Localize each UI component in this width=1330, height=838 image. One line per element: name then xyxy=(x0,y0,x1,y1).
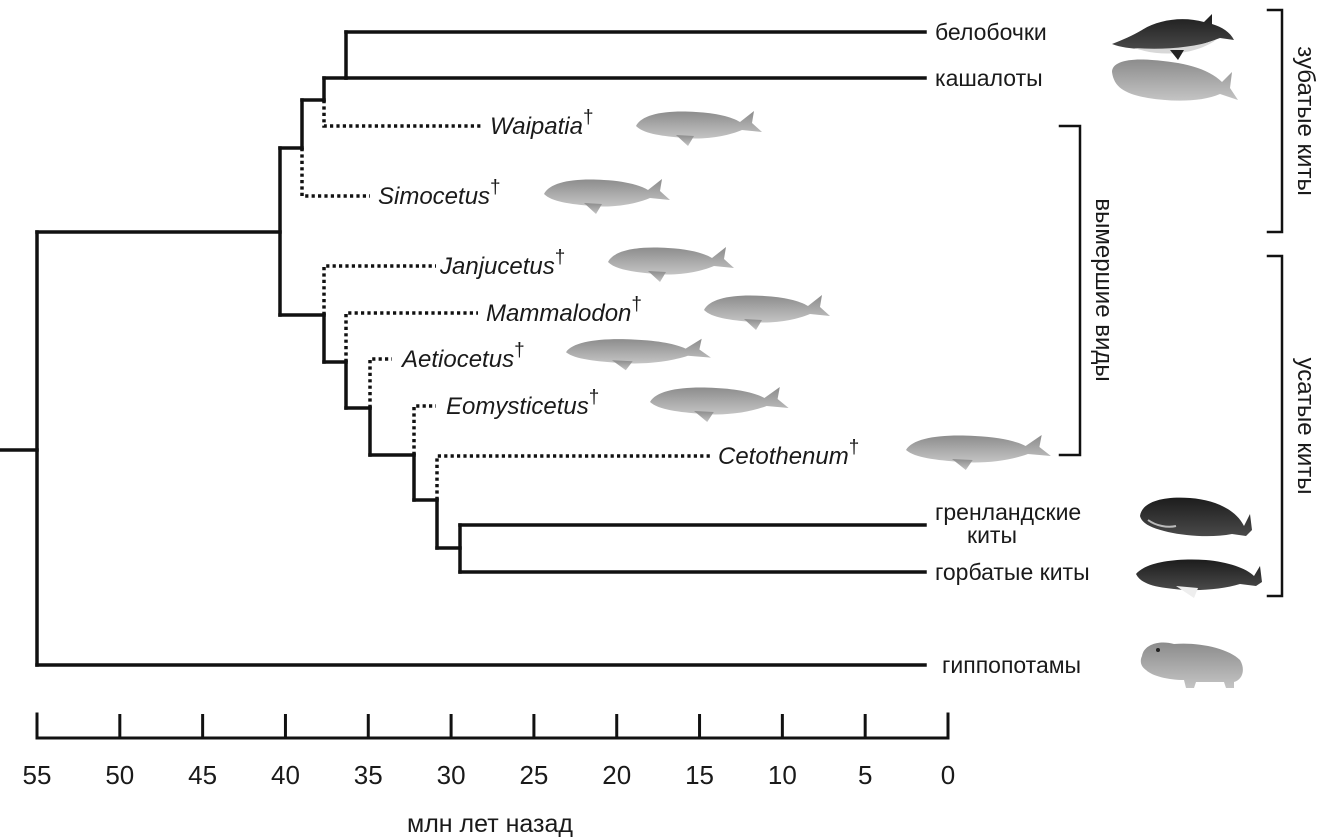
label-kashaloty: кашалоты xyxy=(935,65,1043,91)
label-janjucetus: Janjucetus† xyxy=(439,247,565,280)
whale-icon-aetiocetus xyxy=(566,338,711,371)
bracket-baleen: усатые киты xyxy=(1266,254,1319,598)
hippo-icon xyxy=(1140,642,1243,688)
whale-icon-mammalodon xyxy=(704,295,830,330)
dolphin-icon xyxy=(1112,14,1234,60)
label-grenland-line2: киты xyxy=(967,522,1017,548)
tick-label: 10 xyxy=(768,760,797,790)
group-label-extinct: вымершие виды xyxy=(1090,198,1117,381)
label-belobochki: белобочки xyxy=(935,19,1047,45)
axis-title: млн лет назад xyxy=(407,810,573,838)
label-simocetus: Simocetus† xyxy=(378,177,501,210)
whale-icon-janjucetus xyxy=(608,247,734,282)
tick-marks xyxy=(35,714,950,738)
group-label-baleen: усатые киты xyxy=(1292,358,1319,495)
label-gorbatye: горбатые киты xyxy=(935,559,1090,585)
tick-label: 55 xyxy=(23,760,52,790)
bowhead-whale-icon xyxy=(1140,497,1252,537)
tick-label: 25 xyxy=(519,760,548,790)
tick-label: 50 xyxy=(105,760,134,790)
tick-label: 5 xyxy=(858,760,872,790)
tick-label: 35 xyxy=(354,760,383,790)
tick-label: 15 xyxy=(685,760,714,790)
sperm-whale-icon xyxy=(1112,59,1238,101)
whale-icon-cetothenum xyxy=(906,435,1051,470)
tick-label: 0 xyxy=(941,760,955,790)
label-mammalodon: Mammalodon† xyxy=(486,294,642,327)
humpback-whale-icon xyxy=(1136,559,1262,598)
label-aetiocetus: Aetiocetus† xyxy=(400,340,525,373)
label-gippo: гиппопотамы xyxy=(942,652,1081,678)
tick-label: 45 xyxy=(188,760,217,790)
label-eomysticetus: Eomysticetus† xyxy=(446,387,599,420)
tick-label: 40 xyxy=(271,760,300,790)
bracket-extinct: вымершие виды xyxy=(1058,124,1117,457)
bracket-toothed: зубатые киты xyxy=(1266,8,1319,234)
tick-label: 30 xyxy=(437,760,466,790)
label-cetothenum: Cetothenum† xyxy=(718,437,859,470)
extinct-branches xyxy=(300,100,712,500)
whale-icon-simocetus xyxy=(544,179,670,214)
whale-icon-waipatia xyxy=(636,111,762,146)
whale-icon-eomysticetus xyxy=(650,387,789,422)
group-label-toothed: зубатые киты xyxy=(1292,46,1319,195)
label-grenland-line1: гренландские xyxy=(935,499,1081,525)
tree-branches xyxy=(0,30,927,667)
label-waipatia: Waipatia† xyxy=(490,107,594,140)
tick-label: 20 xyxy=(602,760,631,790)
